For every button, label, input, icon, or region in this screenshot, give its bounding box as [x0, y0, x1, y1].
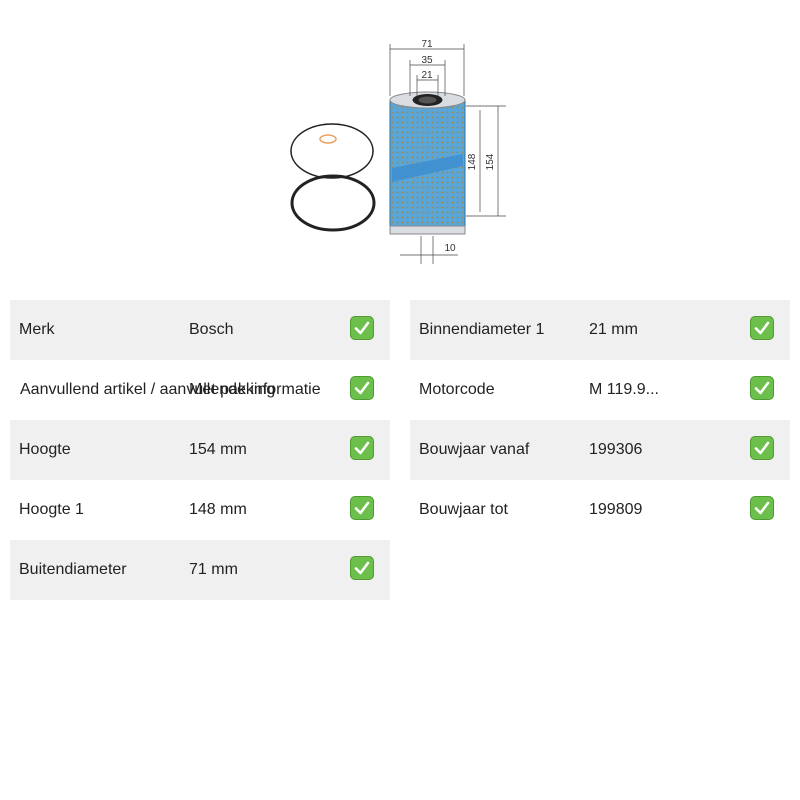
- spec-row: Buitendiameter 71 mm: [10, 540, 390, 600]
- spec-row: Binnendiameter 1 21 mm: [410, 300, 790, 360]
- spec-row: Aanvullend artikel / aanvullende informa…: [10, 360, 390, 420]
- spec-value: M 119.9...: [589, 381, 659, 398]
- spec-label: Merk: [19, 321, 55, 338]
- check-mark-icon: [750, 316, 774, 340]
- spec-label: Hoogte 1: [19, 501, 84, 518]
- gasket-ring: [290, 123, 374, 179]
- check-mark-icon: [350, 436, 374, 460]
- spec-row: Hoogte 154 mm: [10, 420, 390, 480]
- product-drawing: 71 35 21 148 154 10: [280, 30, 520, 270]
- spec-value: 21 mm: [589, 321, 638, 338]
- spec-label: Hoogte: [19, 441, 71, 458]
- spec-label: Bouwjaar vanaf: [419, 441, 530, 458]
- check-mark-icon: [750, 436, 774, 460]
- large-gasket-ring: [290, 174, 376, 232]
- spec-label: Bouwjaar tot: [419, 501, 508, 518]
- spec-table-right: Binnendiameter 1 21 mm Motorcode M 119.9…: [410, 300, 790, 540]
- spec-row: Merk Bosch: [10, 300, 390, 360]
- dimension-height-1: 148: [467, 153, 478, 170]
- spec-row: Motorcode M 119.9...: [410, 360, 790, 420]
- dimension-height: 154: [485, 153, 496, 170]
- check-mark-icon: [350, 316, 374, 340]
- check-mark-icon: [350, 496, 374, 520]
- check-mark-icon: [750, 376, 774, 400]
- spec-row: Hoogte 1 148 mm: [10, 480, 390, 540]
- spec-value: 199809: [589, 501, 643, 518]
- spec-value: 154 mm: [189, 441, 247, 458]
- spec-label: Aanvullend artikel / aanvullende informa…: [20, 381, 321, 398]
- spec-row: Bouwjaar tot 199809: [410, 480, 790, 540]
- check-mark-icon: [750, 496, 774, 520]
- spec-value: 71 mm: [189, 561, 238, 578]
- small-o-ring: [319, 134, 337, 144]
- spec-label: Binnendiameter 1: [419, 321, 545, 338]
- filter-bottom-cap: [389, 225, 466, 235]
- dimension-mid-diameter: 35: [421, 55, 433, 66]
- spec-value: 199306: [589, 441, 643, 458]
- dimension-outer-diameter: 71: [421, 39, 433, 50]
- spec-value: Bosch: [189, 321, 234, 338]
- spec-row: Bouwjaar vanaf 199306: [410, 420, 790, 480]
- filter-label-band: [392, 154, 463, 182]
- check-mark-icon: [350, 556, 374, 580]
- spec-label: Motorcode: [419, 381, 495, 398]
- large-gasket-ring: [288, 126, 364, 174]
- filter-drawing-svg: 71 35 21 148 154 10: [288, 39, 506, 264]
- spec-label: Buitendiameter: [19, 561, 127, 578]
- spec-table-left: Merk Bosch Aanvullend artikel / aanvulle…: [10, 300, 390, 600]
- dimension-inner-diameter: 21: [421, 70, 433, 81]
- filter-center-hole-inner: [418, 96, 437, 104]
- check-mark-icon: [350, 376, 374, 400]
- spec-value: Met pakking: [189, 381, 276, 398]
- dimension-offset: 10: [444, 243, 456, 254]
- spec-value: 148 mm: [189, 501, 247, 518]
